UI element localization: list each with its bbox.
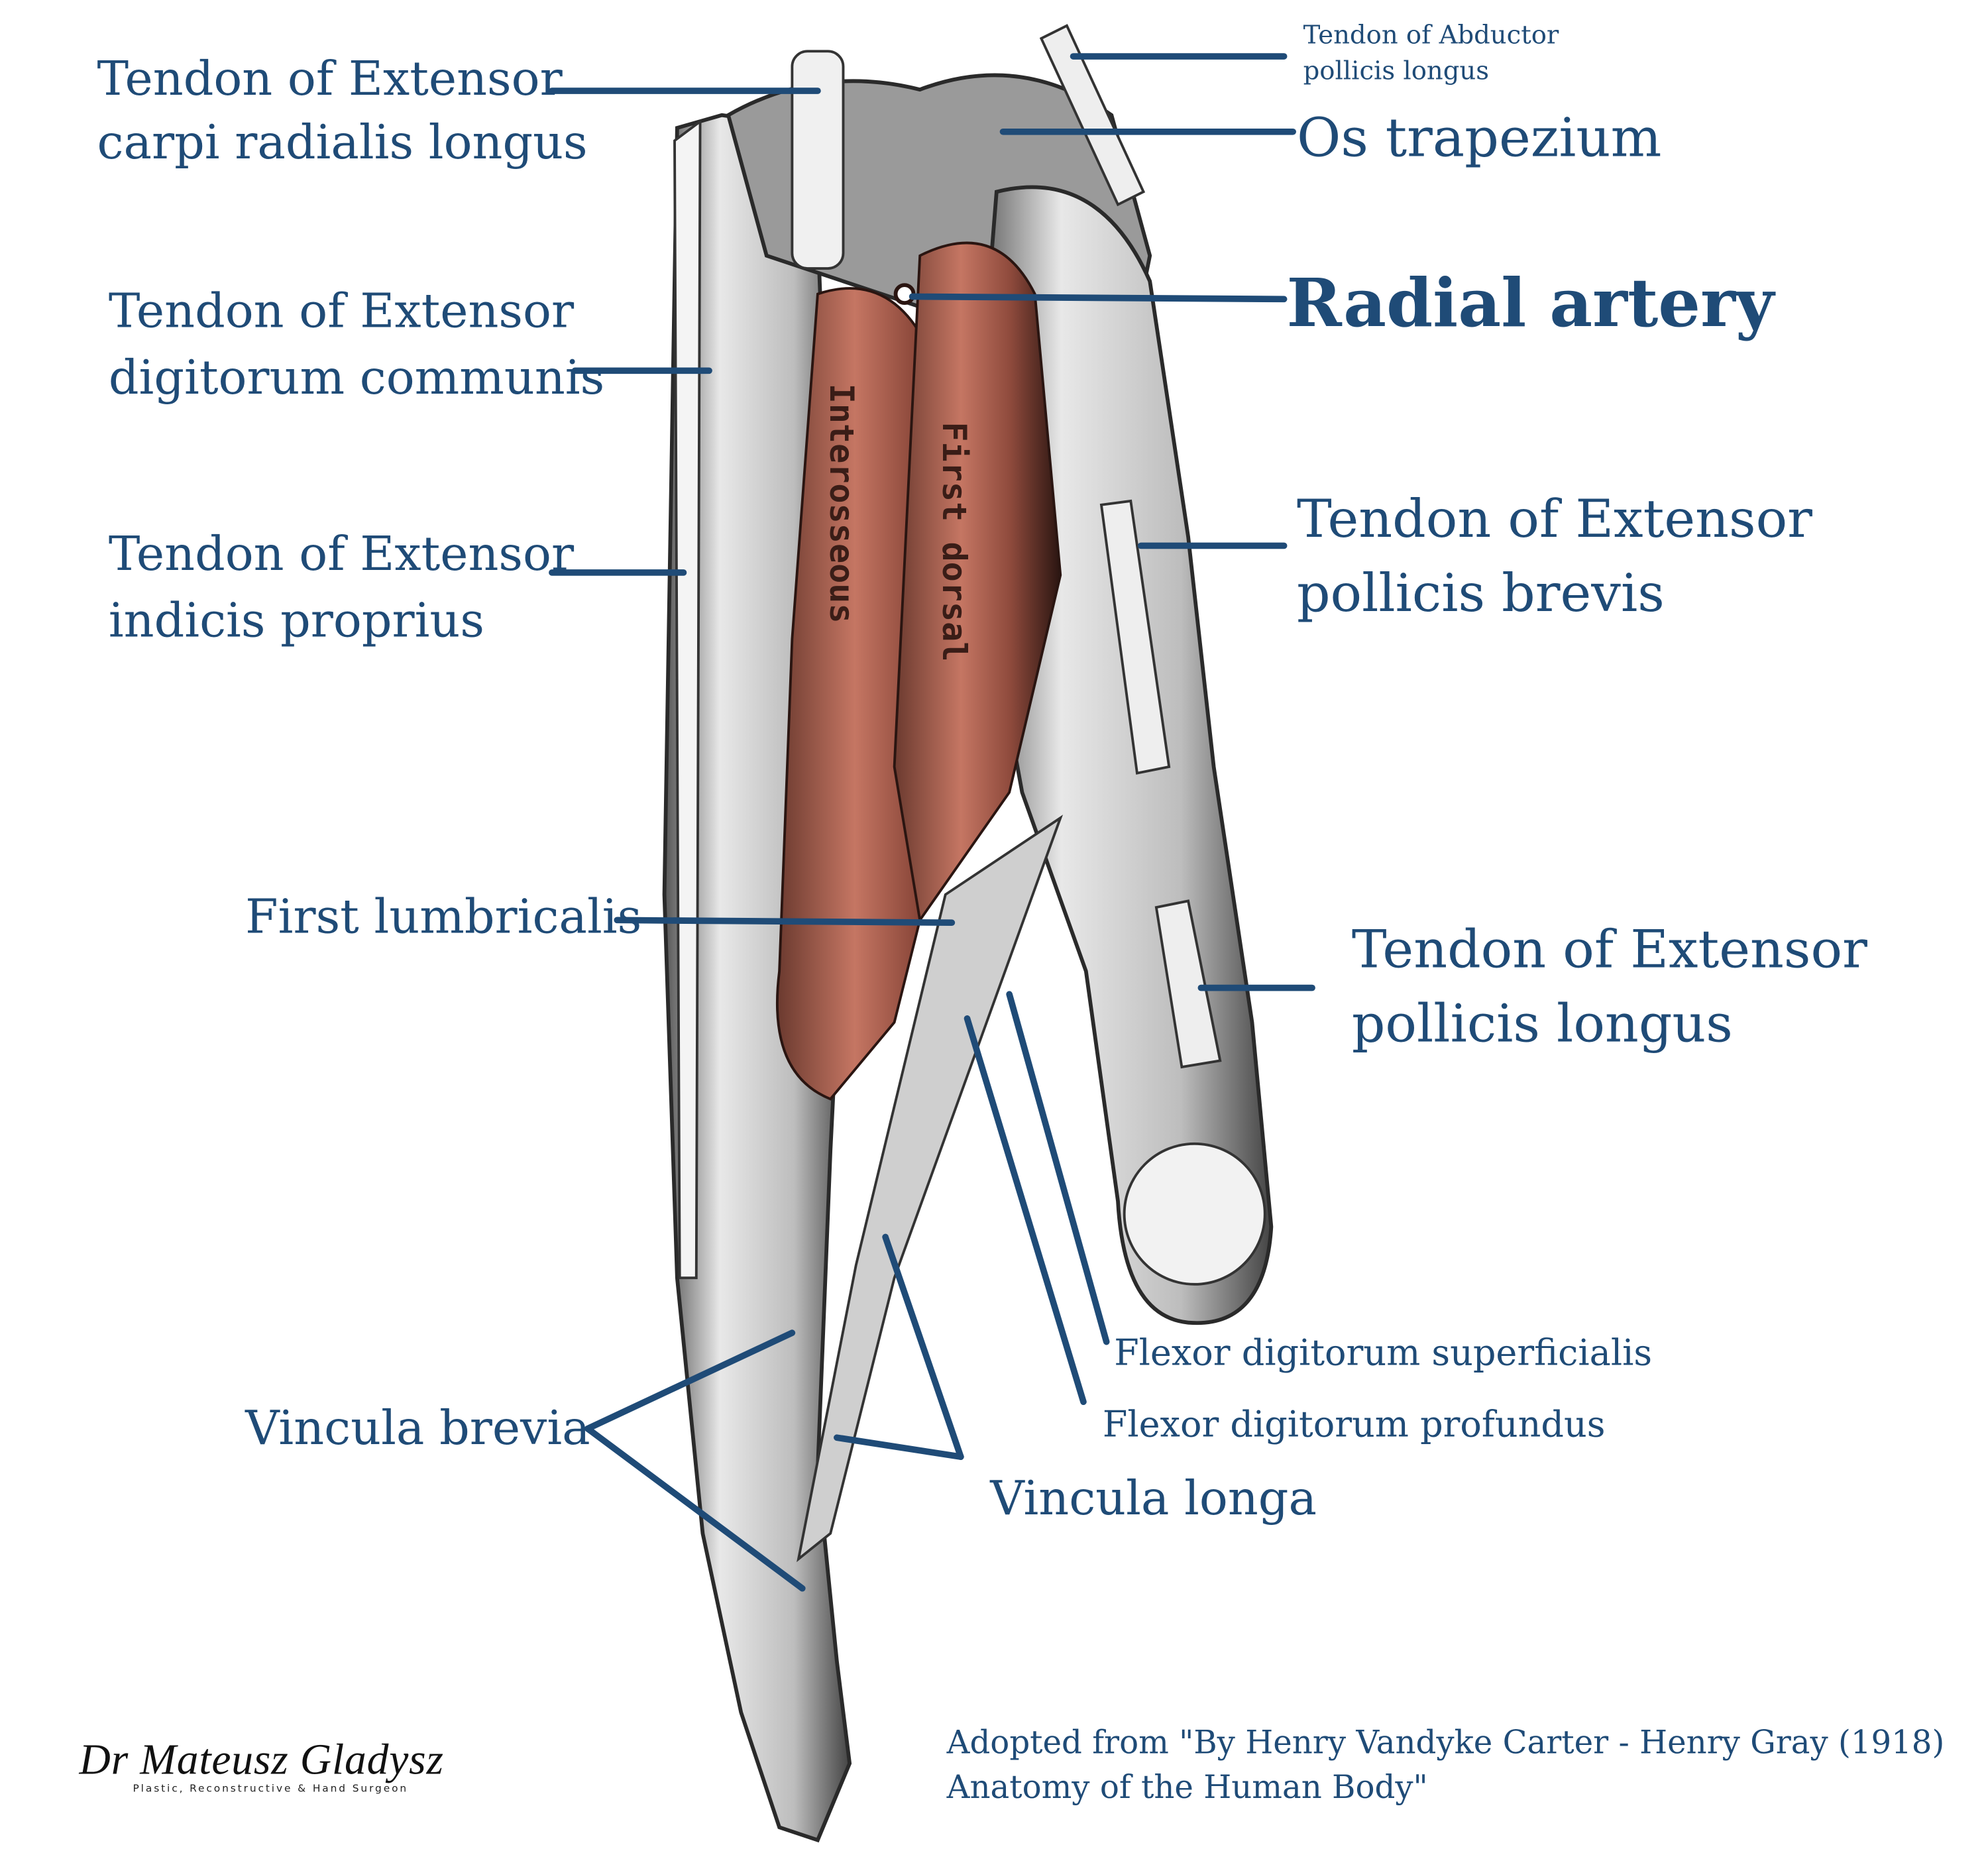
label-radial-artery: Radial artery	[1287, 264, 1776, 342]
label-vincula-longa: Vincula longa	[989, 1471, 1317, 1526]
signature-logo: Dr Mateusz Gladysz Plastic, Reconstructi…	[79, 1736, 443, 1794]
label-apl-1: Tendon of Abductor	[1303, 21, 1559, 50]
first-dorsal-muscle	[893, 241, 1062, 924]
epb-tendon	[1099, 499, 1171, 775]
signature-name: Dr Mateusz Gladysz	[79, 1736, 443, 1783]
label-edc-1: Tendon of Extensor	[109, 284, 575, 339]
label-ecrl-2: carpi radialis longus	[97, 115, 588, 170]
first-dorsal-muscle-label: First dorsal	[935, 421, 974, 661]
signature-subtitle: Plastic, Reconstructive & Hand Surgeon	[133, 1782, 409, 1794]
label-epl-1: Tendon of Extensor	[1352, 919, 1867, 980]
leader-radial-artery	[909, 293, 1288, 303]
label-epb-1: Tendon of Extensor	[1297, 488, 1812, 549]
labels: Tendon of Extensor carpi radialis longus…	[97, 21, 1868, 1526]
label-fds: Flexor digitorum superficialis	[1114, 1331, 1652, 1373]
label-epb-2: pollicis brevis	[1297, 563, 1665, 624]
attribution-line-2: Anatomy of the Human Body"	[946, 1769, 1428, 1806]
label-vincula-brevia: Vincula brevia	[245, 1400, 590, 1455]
label-fdp: Flexor digitorum profundus	[1103, 1403, 1606, 1445]
leader-vincula-brevia-2	[584, 1425, 806, 1592]
leader-fdp	[964, 1015, 1087, 1406]
label-ecrl-1: Tendon of Extensor	[97, 51, 563, 106]
leader-vincula-longa-1	[882, 1233, 964, 1460]
hand-illustration: Interosseous First dorsal	[662, 24, 1274, 1843]
label-lumbricalis: First lumbricalis	[245, 889, 641, 944]
leader-lines	[549, 53, 1315, 1592]
label-eip-1: Tendon of Extensor	[109, 526, 575, 581]
leader-lumbricalis	[614, 917, 956, 926]
label-epl-2: pollicis longus	[1352, 993, 1733, 1054]
label-edc-2: digitorum communis	[109, 350, 604, 405]
ecrl-tendon	[791, 50, 845, 270]
attribution-line-1: Adopted from "By Henry Vandyke Carter - …	[946, 1724, 1945, 1761]
label-eip-2: indicis proprius	[109, 592, 484, 647]
thumbnail	[1123, 1142, 1266, 1286]
epl-tendon	[1154, 899, 1222, 1069]
leader-vincula-brevia-1	[584, 1329, 796, 1432]
apl-tendon	[1039, 24, 1146, 207]
label-trapezium: Os trapezium	[1297, 107, 1661, 169]
extensor-tendon-strip	[673, 119, 702, 1280]
label-apl-2: pollicis longus	[1303, 56, 1489, 86]
interosseous-muscle-label: Interosseous	[822, 384, 861, 624]
leader-vincula-longa-2	[834, 1434, 964, 1460]
flexor-tendons	[797, 814, 1064, 1563]
leader-fds	[1006, 991, 1110, 1345]
